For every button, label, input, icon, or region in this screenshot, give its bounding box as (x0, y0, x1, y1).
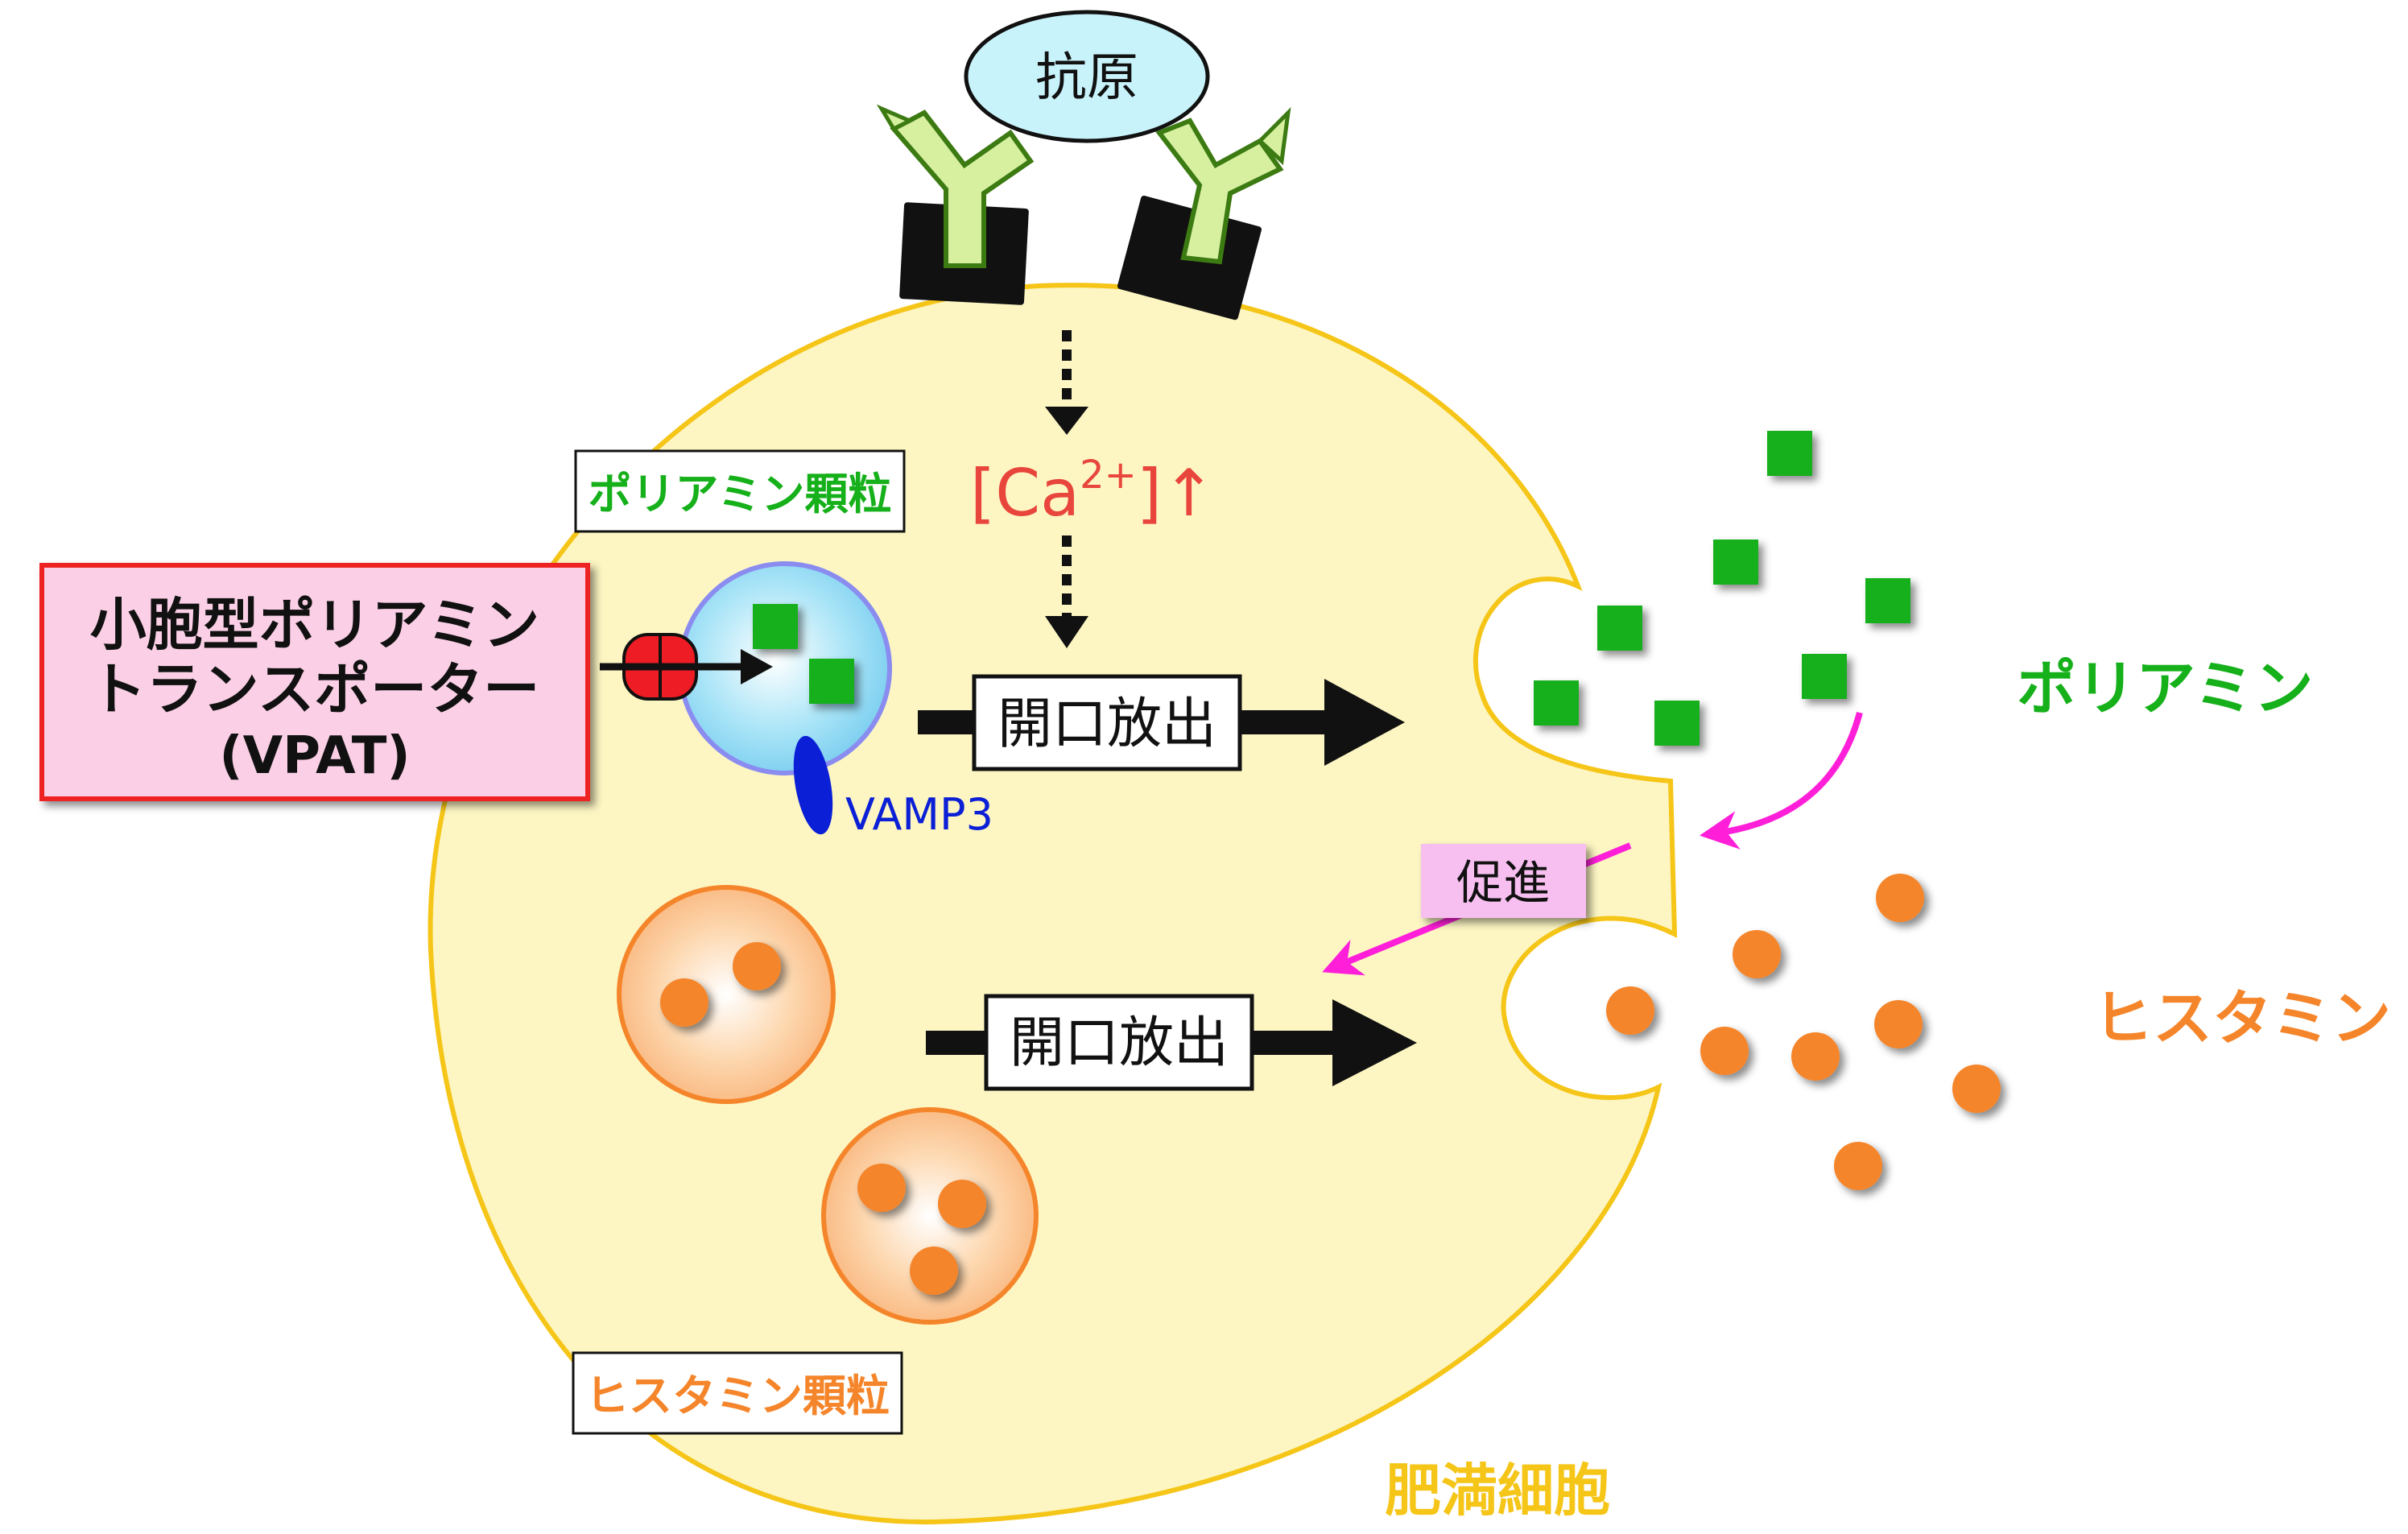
vpat-label-box (39, 563, 590, 801)
exocytosis-arrow-polyamine: 開口放出 (918, 674, 1405, 771)
receptor-right (1117, 107, 1291, 320)
polyamine-square-in-1 (753, 604, 798, 649)
polyamine-square-in-2 (809, 659, 854, 704)
exocytosis-label-histamine: 開口放出 (1010, 1011, 1229, 1075)
promotion-label-box (1421, 844, 1586, 918)
histamine-dot-1b (733, 942, 781, 990)
histamine-granule-label: ヒスタミン顆粒 (585, 1371, 890, 1421)
signal-arrow-upper (1045, 330, 1088, 435)
histamine-dot-2b (938, 1180, 986, 1228)
exocytosis-label-polyamine: 開口放出 (997, 693, 1216, 756)
histamine-dot-out-1 (1876, 874, 1924, 922)
histamine-dot-1a (660, 978, 708, 1027)
released-histamine-label: ヒスタミン (2093, 984, 2391, 1053)
antibody-right (1155, 118, 1284, 265)
exocytosis-arrow-histamine: 開口放出 (926, 994, 1417, 1091)
vamp3-label: VAMP3 (845, 789, 993, 840)
vpat-label-line1: 小胞型ポリアミン (90, 592, 540, 658)
polyamine-square-out-1 (1767, 431, 1812, 476)
released-histamine (1606, 874, 2001, 1190)
histamine-dot-out-6 (1791, 1032, 1840, 1081)
histamine-dot-out-7 (1952, 1065, 2001, 1113)
promotion-arrow-curve (1699, 711, 1863, 850)
vpat-label-line3: (VPAT) (219, 726, 410, 786)
polyamine-square-out-5 (1802, 654, 1847, 699)
calcium-superscript: 2+ (1080, 453, 1137, 498)
vpat-label-line2: トランスポーター (90, 656, 540, 722)
histamine-dot-out-5 (1700, 1027, 1749, 1075)
histamine-dot-out-2 (1733, 930, 1781, 978)
polyamine-square-out-6 (1534, 680, 1579, 726)
histamine-vesicle-2 (821, 1107, 1039, 1325)
histamine-dot-2c (910, 1247, 958, 1295)
polyamine-square-out-7 (1654, 701, 1700, 746)
receptor-left (876, 104, 1035, 305)
polyamine-square-out-3 (1865, 578, 1910, 623)
histamine-dot-out-4 (1874, 1000, 1923, 1048)
polyamine-granule-label: ポリアミン顆粒 (589, 469, 892, 519)
mast-cell-label: 肥満細胞 (1385, 1458, 1610, 1524)
calcium-label: [Ca2+]↑ (970, 453, 1216, 531)
promotion-label: 促進 (1456, 855, 1550, 910)
polyamine-square-out-4 (1597, 606, 1642, 651)
histamine-granule-label-box (572, 1351, 903, 1435)
histamine-dot-2a (857, 1164, 906, 1212)
antibody-left (890, 110, 1035, 268)
vamp3-protein (793, 735, 833, 835)
vpat-transporter (600, 633, 773, 701)
antigen-label: 抗原 (1035, 48, 1138, 108)
histamine-dot-out-8 (1834, 1142, 1882, 1190)
polyamine-granule-label-box (574, 449, 906, 533)
signal-arrow-lower (1045, 535, 1088, 648)
released-polyamine-label: ポリアミン (2017, 654, 2314, 723)
histamine-dot-out-3 (1606, 986, 1654, 1035)
released-polyamine (1534, 431, 1910, 746)
histamine-vesicle-1 (617, 885, 836, 1104)
polyamine-square-out-2 (1713, 540, 1758, 585)
antigen-ellipse (964, 10, 1210, 143)
